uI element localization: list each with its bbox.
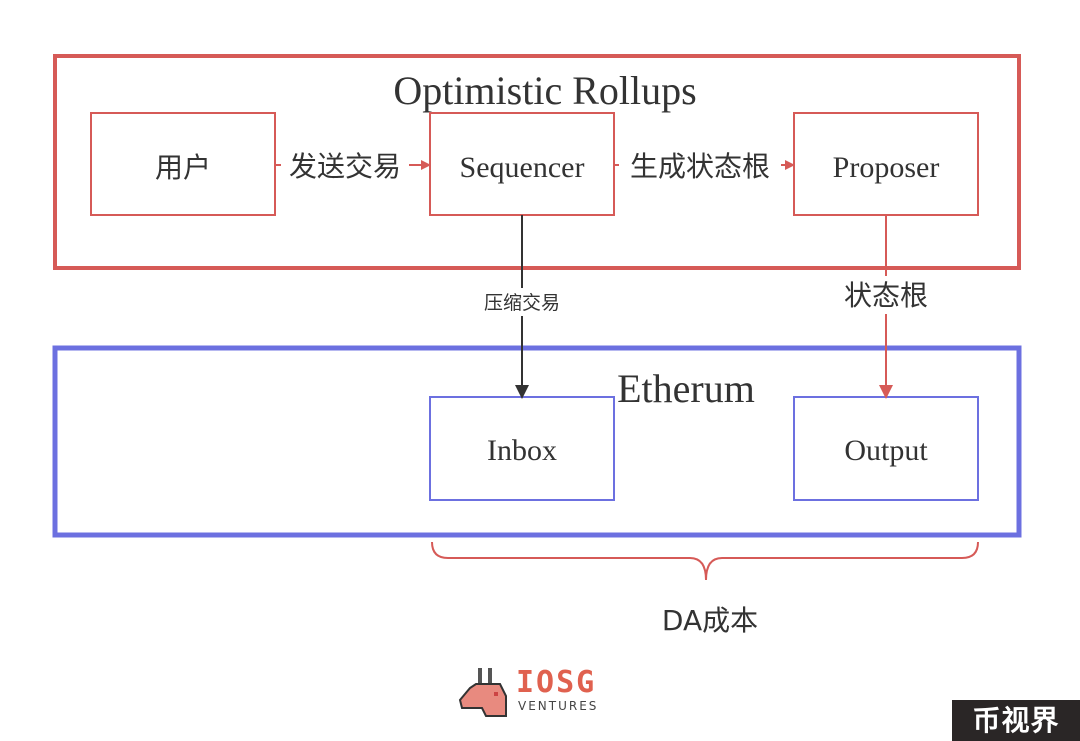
edge-label-compress-tx: 压缩交易 [484, 292, 560, 314]
sequencer-node-label: Sequencer [460, 151, 585, 184]
inbox-node-label: Inbox [487, 434, 557, 467]
iosg-deer-logo-icon [458, 668, 507, 717]
edge-label-state-root: 状态根 [844, 279, 928, 312]
edge-label-send-tx: 发送交易 [289, 150, 401, 183]
watermark-badge: 币视界 [952, 700, 1080, 741]
proposer-node-label: Proposer [833, 151, 940, 184]
rollup-group-frame [53, 54, 1021, 270]
da-cost-label: DA成本 [662, 604, 758, 637]
rollup-group-title: Optimistic Rollups [393, 68, 696, 113]
proposer-node [793, 112, 979, 216]
sequencer-node [429, 112, 615, 216]
ethereum-group-title: Etherum [617, 366, 755, 411]
user-node-label: 用户 [155, 151, 211, 184]
inbox-node [429, 396, 615, 501]
iosg-logo-text: IOSG [516, 665, 597, 700]
da-cost-brace [431, 541, 979, 581]
iosg-logo-subtitle: VENTURES [518, 699, 599, 713]
ethereum-group-frame [52, 345, 1022, 538]
output-node-label: Output [844, 434, 928, 467]
user-node [90, 112, 276, 216]
output-node [793, 396, 979, 501]
edge-label-gen-state-root: 生成状态根 [630, 150, 770, 183]
